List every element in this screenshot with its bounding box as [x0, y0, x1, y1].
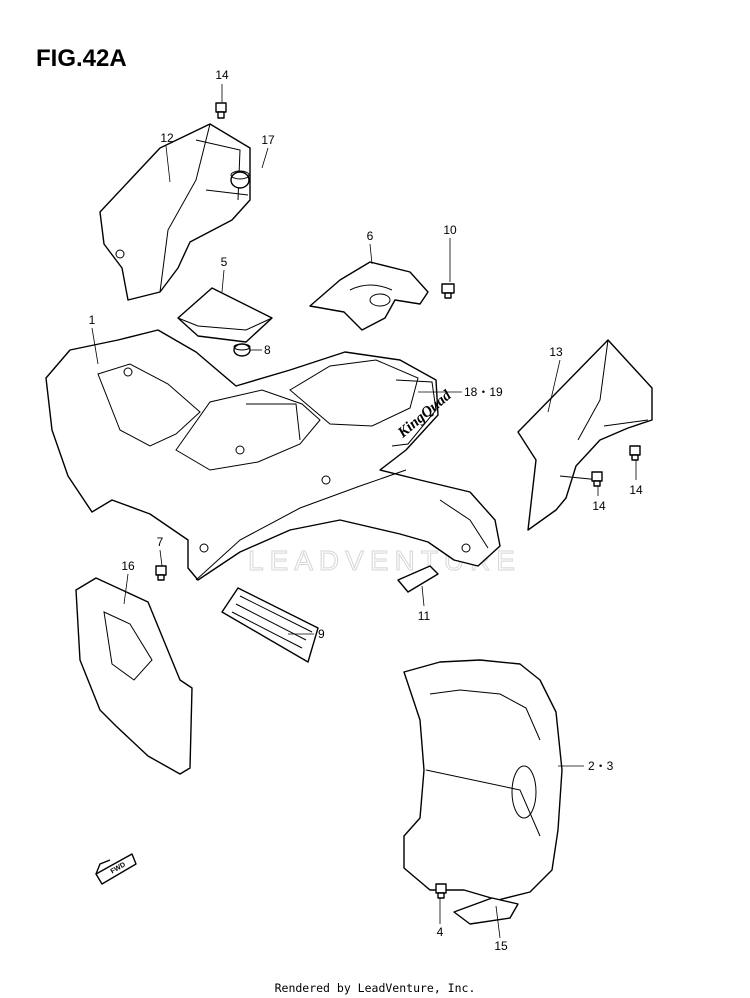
callout-8: 8	[264, 343, 271, 357]
part-7-bolt[interactable]	[155, 565, 167, 581]
part-14-bolt-mid[interactable]	[591, 471, 603, 487]
callout-2-3: 2・3	[588, 759, 614, 773]
part-8-grommet[interactable]	[233, 343, 251, 357]
callout-16: 16	[121, 559, 135, 573]
part-9-grille[interactable]	[221, 587, 319, 663]
callout-14-mid: 14	[592, 499, 606, 513]
part-5-pad[interactable]	[177, 287, 273, 343]
part-14-bolt-top[interactable]	[215, 102, 227, 119]
part-14-bolt-right[interactable]	[629, 445, 641, 461]
callout-11: 11	[418, 609, 431, 623]
figure-title: FIG.42A	[36, 45, 127, 72]
footer-credit: Rendered by LeadVenture, Inc.	[275, 981, 476, 995]
part-1-front-fender[interactable]: KingQuad	[45, 329, 501, 581]
callout-14-top: 14	[215, 68, 229, 82]
callout-4: 4	[437, 925, 444, 939]
callout-5: 5	[221, 255, 228, 269]
part-6-cover[interactable]	[309, 261, 429, 331]
callout-17: 17	[261, 133, 275, 147]
callout-10: 10	[443, 223, 457, 237]
part-13-right-side-panel[interactable]	[517, 339, 653, 531]
fwd-direction-arrow: FWD	[95, 853, 137, 885]
callout-18-19: 18・19	[464, 385, 503, 399]
callout-13: 13	[549, 345, 563, 359]
callout-6: 6	[367, 229, 374, 243]
callout-15: 15	[494, 939, 508, 953]
part-2-3-inner-fender[interactable]	[403, 659, 563, 901]
part-12-left-side-panel[interactable]	[99, 123, 251, 301]
part-4-bolt[interactable]	[435, 883, 447, 899]
part-17-collar[interactable]	[230, 170, 250, 189]
callout-1: 1	[89, 313, 96, 327]
part-16-mud-flap[interactable]	[75, 577, 193, 775]
leader-lines	[91, 84, 637, 939]
callout-7: 7	[157, 535, 164, 549]
callout-12: 12	[160, 131, 174, 145]
callout-9: 9	[318, 627, 325, 641]
part-10-bolt[interactable]	[441, 283, 455, 299]
part-15-guard[interactable]	[453, 897, 519, 925]
callout-14-right: 14	[629, 483, 643, 497]
part-11-pad[interactable]	[397, 565, 439, 593]
